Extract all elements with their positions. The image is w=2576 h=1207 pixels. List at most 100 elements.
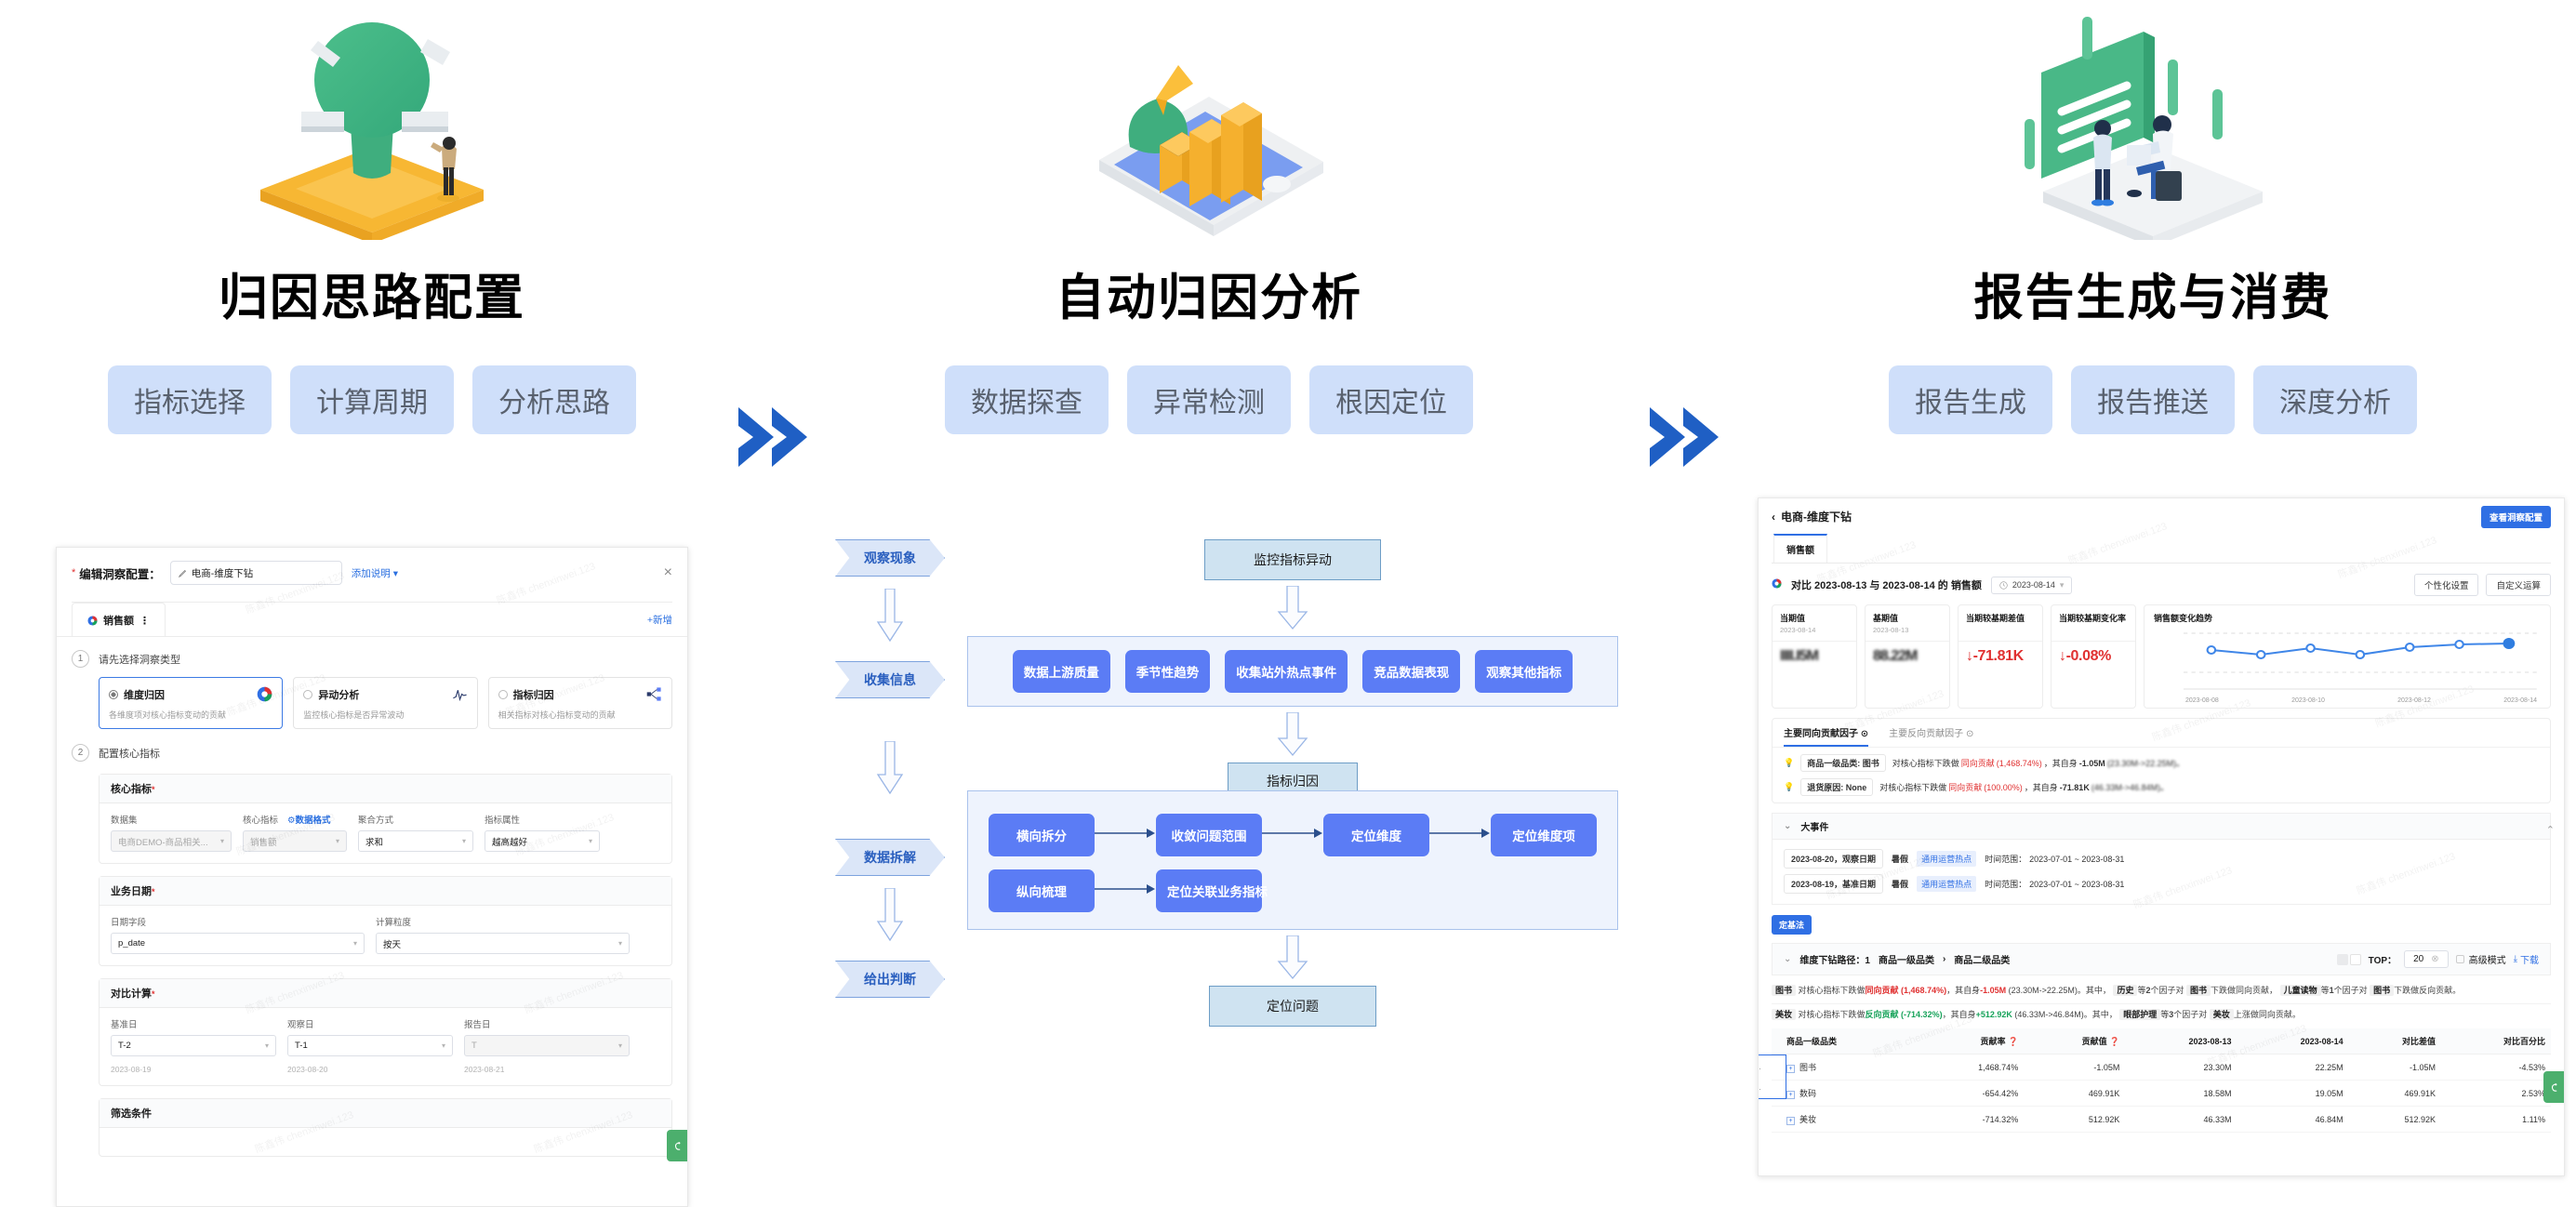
event-range-label: 时间范围：: [1985, 855, 2027, 864]
section-core-metric: 核心指标* 数据集 电商DEMO-商品相关...▾ 核心指标 ⚙: [99, 774, 672, 864]
date-column-select[interactable]: p_date▾: [111, 933, 365, 954]
checkbox-icon: [2455, 955, 2464, 963]
add-tab-button[interactable]: +新增: [646, 614, 672, 626]
close-icon[interactable]: ×: [663, 564, 672, 580]
tab-negative-factors[interactable]: 主要反向贡献因子 ⊙: [1889, 729, 1974, 739]
method-tag[interactable]: 定基法: [1772, 915, 1812, 935]
view-toggle[interactable]: [2336, 953, 2361, 965]
cell-category[interactable]: +美妆: [1772, 1106, 1919, 1134]
view-config-button[interactable]: 查看洞察配置: [2480, 506, 2551, 528]
card-desc: 各维度项对核心指标变动的贡献: [109, 710, 227, 720]
metric-value: 88.22M: [1873, 648, 1918, 664]
chip-report-push[interactable]: 报告推送: [2071, 365, 2235, 434]
factor-kind: 同向贡献: [1960, 759, 1995, 768]
table-row[interactable]: +图书 1,468.74% -1.05M 23.30M 22.25M -1.05…: [1772, 1054, 2551, 1081]
field-aggregation: 聚合方式 求和▾: [358, 813, 473, 852]
metric-attribute-select[interactable]: 越高越好▾: [485, 830, 600, 852]
factor-row: 💡 退货原因: None 对核心指标下跌做 同向贡献 (100.00%) ，其自…: [1773, 778, 2550, 802]
pill-offsite-hot-events: 收集站外热点事件: [1225, 650, 1348, 693]
help-icon[interactable]: [667, 1130, 687, 1161]
tab-sales-amount[interactable]: 销售额: [1773, 534, 1827, 563]
core-metric-select[interactable]: 销售额▾: [243, 830, 347, 852]
factor-pct: (100.00%): [1984, 782, 2023, 792]
nodes-icon: [646, 686, 662, 702]
chip-data-exploration[interactable]: 数据探查: [945, 365, 1109, 434]
chevron-down-icon: ⌄: [1784, 821, 1792, 831]
type-card-metric-attribution[interactable]: 指标归因 相关指标对核心指标变动: [487, 677, 672, 729]
chip-anomaly-detection[interactable]: 异常检测: [1127, 365, 1291, 434]
date-picker[interactable]: 2023-08-14 ▾: [1990, 576, 2073, 594]
chip-metric-selection[interactable]: 指标选择: [108, 365, 272, 434]
chip-analysis-approach[interactable]: 分析思路: [472, 365, 636, 434]
insight-name-value: 电商-维度下钻: [191, 567, 254, 579]
advanced-mode-checkbox[interactable]: 高级模式: [2455, 952, 2506, 966]
back-icon[interactable]: ‹: [1772, 510, 1775, 524]
baseline-date-select[interactable]: T-2▾: [111, 1035, 276, 1056]
col-diff: 对比差值: [2348, 1028, 2441, 1055]
chip-calc-period[interactable]: 计算周期: [290, 365, 454, 434]
cell-diff: -1.05M: [2348, 1054, 2441, 1081]
field-hint: 2023-08-19: [111, 1065, 152, 1074]
factor-delta: -71.81K: [2059, 782, 2090, 792]
section-title: 核心指标*: [100, 775, 671, 803]
clear-icon: ⊗: [2431, 954, 2439, 964]
path-crumb-2[interactable]: 商品二级品类: [1954, 956, 2011, 966]
custom-calculation-button[interactable]: 自定义运算: [2486, 574, 2551, 596]
cell-category[interactable]: +数码: [1772, 1080, 1919, 1108]
radio-icon[interactable]: [303, 689, 313, 699]
tab-menu-icon[interactable]: ⋮: [139, 615, 150, 627]
field-value: p_date: [118, 938, 146, 948]
insight-name-input[interactable]: 电商-维度下钻: [169, 561, 342, 585]
table-row[interactable]: +美妆 -714.32% 512.92K 46.33M 46.84M 512.9…: [1772, 1106, 2551, 1134]
add-description-link[interactable]: 添加说明 ▾: [351, 567, 398, 579]
chip-deep-analysis[interactable]: 深度分析: [2253, 365, 2417, 434]
type-card-dimension-attribution[interactable]: 维度归因 各维度项对核心指标变动的贡献: [99, 677, 284, 729]
breadcrumb[interactable]: ‹ 电商-维度下钻: [1772, 509, 2551, 524]
dataset-select[interactable]: 电商DEMO-商品相关...▾: [111, 830, 232, 852]
down-arrow-icon: [967, 712, 1618, 757]
cell-value: -1.05M: [2024, 1054, 2126, 1081]
metric-card-change-rate: 当期较基期变化率 ↓-0.08%: [2051, 604, 2136, 709]
tab-positive-factors[interactable]: 主要同向贡献因子 ⊙: [1784, 725, 1869, 747]
table-row[interactable]: +数码 -654.42% 469.91K 18.58M 19.05M 469.9…: [1772, 1080, 2551, 1108]
summary-p1: 对核心指标下跌做: [1798, 1010, 1866, 1020]
radio-icon[interactable]: [109, 689, 118, 699]
data-format-link[interactable]: ⚙数据格式: [287, 816, 331, 826]
section-title: 业务日期*: [100, 877, 671, 906]
observe-date-select[interactable]: T-1▾: [287, 1035, 453, 1056]
factor-row: 💡 商品一级品类: 图书 对核心指标下跌做 同向贡献 (1,468.74%) ，…: [1773, 748, 2550, 778]
factor-chip: 商品一级品类: 图书: [1800, 754, 1886, 772]
granularity-select[interactable]: 按天▾: [376, 933, 630, 954]
tab-sales-amount[interactable]: 销售额 ⋮: [72, 603, 166, 636]
event-row: 2023-08-20，观察日期 暑假 通用运营热点 时间范围： 2023-07-…: [1784, 846, 2539, 871]
radio-icon[interactable]: [498, 689, 508, 699]
path-crumb-1[interactable]: 商品一级品类: [1878, 956, 1934, 966]
row-side-label: 商...: [1759, 1063, 1761, 1071]
cell-current: 22.25M: [2237, 1054, 2349, 1081]
factor-pre: 对核心指标下跌做: [1879, 783, 1947, 792]
column-title: 自动归因分析: [1056, 271, 1362, 325]
aggregation-select[interactable]: 求和▾: [358, 830, 473, 852]
personalize-settings-button[interactable]: 个性化设置: [2413, 574, 2479, 596]
cell-pct: -4.53%: [2440, 1054, 2551, 1081]
lightbulb-icon: 💡: [1784, 758, 1795, 767]
attribution-flow-diagram: 观察现象 收集信息 数据拆解 给出判断 监控指标异动 数据上游质量 季节性趋势: [818, 539, 1618, 1207]
help-icon[interactable]: [2543, 1071, 2564, 1103]
download-button[interactable]: ⤓下载: [2514, 952, 2539, 966]
chip-report-generation[interactable]: 报告生成: [1889, 365, 2052, 434]
comparison-text: 对比 2023-08-13 与 2023-08-14 的 销售额: [1791, 580, 1982, 591]
field-label: 聚合方式: [358, 816, 394, 826]
field-value: 越高越好: [492, 837, 528, 848]
type-card-anomaly-analysis[interactable]: 异动分析 监控核心指标是否异常波动: [293, 677, 478, 729]
field-label: 日期字段: [111, 918, 147, 928]
stage-decompose-data: 数据拆解: [835, 839, 945, 876]
section-filters: 筛选条件: [99, 1098, 672, 1157]
flow-main-column: 监控指标异动 数据上游质量 季节性趋势 收集站外热点事件 竞品数据表现 观察其他…: [967, 539, 1618, 1027]
report-date-select[interactable]: T▾: [464, 1035, 630, 1056]
cell-category[interactable]: +图书: [1772, 1054, 1919, 1081]
events-header[interactable]: ⌄ 大事件: [1772, 813, 2551, 840]
collapse-caret-icon[interactable]: ⌃: [2545, 825, 2555, 836]
chip-root-cause-location[interactable]: 根因定位: [1309, 365, 1473, 434]
summary-chip: 美妆: [1772, 1009, 1797, 1021]
top-n-input[interactable]: 20 ⊗: [2404, 950, 2449, 968]
